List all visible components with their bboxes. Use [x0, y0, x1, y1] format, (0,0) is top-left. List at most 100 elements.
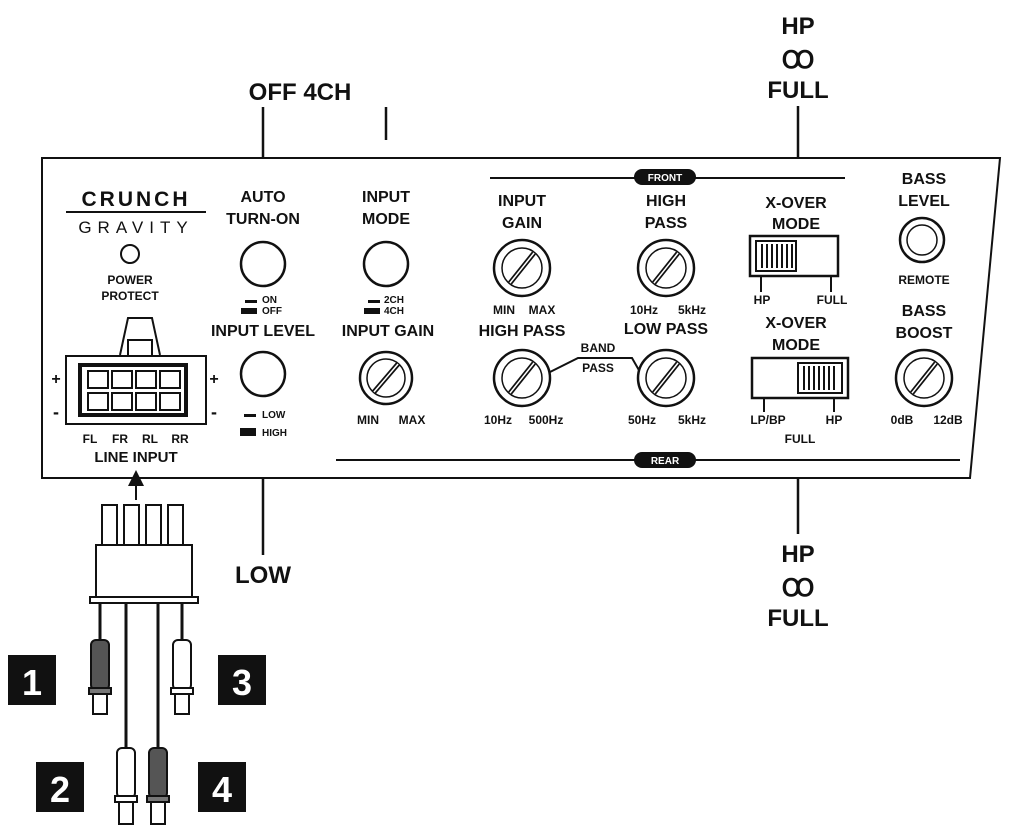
auto-turn-on-title-1: AUTO [240, 189, 285, 206]
rca-plug-3 [170, 639, 194, 715]
auto-turn-on-opt-off: OFF [262, 306, 282, 317]
xover-front-switch[interactable] [748, 234, 840, 278]
connector-pins [87, 370, 181, 411]
power-label-1: POWER [107, 273, 153, 287]
rear-label: REAR [651, 456, 680, 467]
input-gain-rear-max: MAX [399, 413, 426, 427]
rear-badge [634, 452, 696, 468]
brand-sub: GRAVITY [78, 218, 193, 237]
badge-2-label: 2 [50, 769, 70, 810]
high-pass-front-title-1: HIGH [646, 193, 686, 210]
input-gain-front-min: MIN [493, 303, 515, 317]
low-pass-rear-min: 50Hz [628, 413, 656, 427]
front-badge [634, 169, 696, 185]
input-gain-front-knob[interactable] [492, 238, 552, 298]
brand-name: CRUNCH [82, 188, 191, 211]
link-symbol-bottom: Ꝏ [782, 575, 815, 602]
input-gain-rear-knob[interactable] [358, 350, 414, 406]
harness-wires [98, 603, 184, 748]
bass-boost-knob[interactable] [894, 348, 954, 408]
bass-boost-title-2: BOOST [896, 325, 953, 342]
callout-bottom-full: FULL [767, 605, 828, 632]
bass-boost-min: 0dB [891, 413, 914, 427]
callout-top-full: FULL [767, 77, 828, 104]
input-gain-rear-min: MIN [357, 413, 379, 427]
low-pass-rear-knob[interactable] [636, 348, 696, 408]
high-pass-front-knob[interactable] [636, 238, 696, 298]
bass-boost-title-1: BASS [902, 303, 947, 320]
badge-4-label: 4 [212, 769, 232, 810]
bass-boost-max: 12dB [933, 413, 963, 427]
front-label: FRONT [648, 173, 682, 184]
xover-rear-switch[interactable] [750, 356, 850, 400]
input-mode-button[interactable] [362, 240, 410, 288]
xover-front-title-1: X-OVER [765, 195, 827, 212]
callout-top-hp: HP [781, 13, 814, 40]
low-pass-rear-max: 5kHz [678, 413, 706, 427]
input-level-button[interactable] [239, 350, 287, 398]
xover-front-opt-full: FULL [817, 293, 848, 307]
auto-turn-on-button[interactable] [239, 240, 287, 288]
badge-4 [198, 762, 246, 812]
bass-level-remote: REMOTE [898, 273, 949, 287]
callout-low: LOW [235, 562, 291, 589]
xover-rear-opt-full: FULL [785, 432, 816, 446]
channel-fr: FR [112, 432, 128, 446]
auto-turn-on-on-mark [245, 300, 257, 303]
high-pass-rear-min: 10Hz [484, 413, 512, 427]
input-level-opt-low: LOW [262, 410, 286, 421]
band-pass-label-2: PASS [582, 361, 614, 375]
high-pass-rear-knob[interactable] [492, 348, 552, 408]
xover-rear-opt-hp: HP [826, 413, 843, 427]
input-level-low-mark [244, 414, 256, 417]
rca-plug-4 [146, 747, 170, 825]
input-gain-front-max: MAX [529, 303, 556, 317]
line-input-plus-right: + [209, 371, 218, 388]
line-input-minus-right: - [211, 402, 217, 422]
input-mode-opt-2ch: 2CH [384, 295, 404, 306]
auto-turn-on-opt-on: ON [262, 295, 277, 306]
insert-arrow [128, 470, 144, 486]
badge-1-label: 1 [22, 662, 42, 703]
input-level-opt-high: HIGH [262, 428, 287, 439]
link-symbol-top: Ꝏ [782, 47, 815, 74]
input-mode-opt-4ch: 4CH [384, 306, 404, 317]
xover-front-title-2: MODE [772, 216, 820, 233]
channel-rl: RL [142, 432, 158, 446]
band-pass-link [549, 357, 641, 373]
input-gain-rear-title: INPUT GAIN [342, 323, 434, 340]
power-protect-led [120, 244, 140, 264]
auto-turn-on-title-2: TURN-ON [226, 211, 300, 228]
high-pass-front-max: 5kHz [678, 303, 706, 317]
input-gain-front-title-1: INPUT [498, 193, 546, 210]
input-level-high-mark [240, 428, 256, 436]
channel-fl: FL [83, 432, 98, 446]
callout-off-4ch: OFF 4CH [249, 79, 352, 106]
rca-plug-2 [114, 747, 138, 825]
xover-rear-title-1: X-OVER [765, 315, 827, 332]
high-pass-front-min: 10Hz [630, 303, 658, 317]
connector-latch [127, 339, 153, 357]
badge-3-label: 3 [232, 662, 252, 703]
xover-front-opt-hp: HP [754, 293, 771, 307]
input-gain-front-title-2: GAIN [502, 215, 542, 232]
high-pass-rear-title: HIGH PASS [479, 323, 566, 340]
line-input-minus-left: - [53, 402, 59, 422]
xover-rear-opt-lpbp: LP/BP [750, 413, 785, 427]
auto-turn-on-off-mark [241, 308, 257, 314]
bass-level-title-2: LEVEL [898, 193, 950, 210]
badge-1 [8, 655, 56, 705]
input-mode-4ch-mark [364, 308, 380, 314]
bass-level-remote-jack[interactable] [898, 216, 946, 264]
callout-bottom-hp: HP [781, 541, 814, 568]
badge-3 [218, 655, 266, 705]
high-pass-rear-max: 500Hz [529, 413, 564, 427]
line-input-title: LINE INPUT [94, 449, 177, 466]
power-label-2: PROTECT [101, 289, 159, 303]
harness-plug [89, 504, 199, 604]
low-pass-rear-title: LOW PASS [624, 321, 708, 338]
badge-2 [36, 762, 84, 812]
band-pass-label-1: BAND [581, 341, 616, 355]
bass-level-title-1: BASS [902, 171, 947, 188]
